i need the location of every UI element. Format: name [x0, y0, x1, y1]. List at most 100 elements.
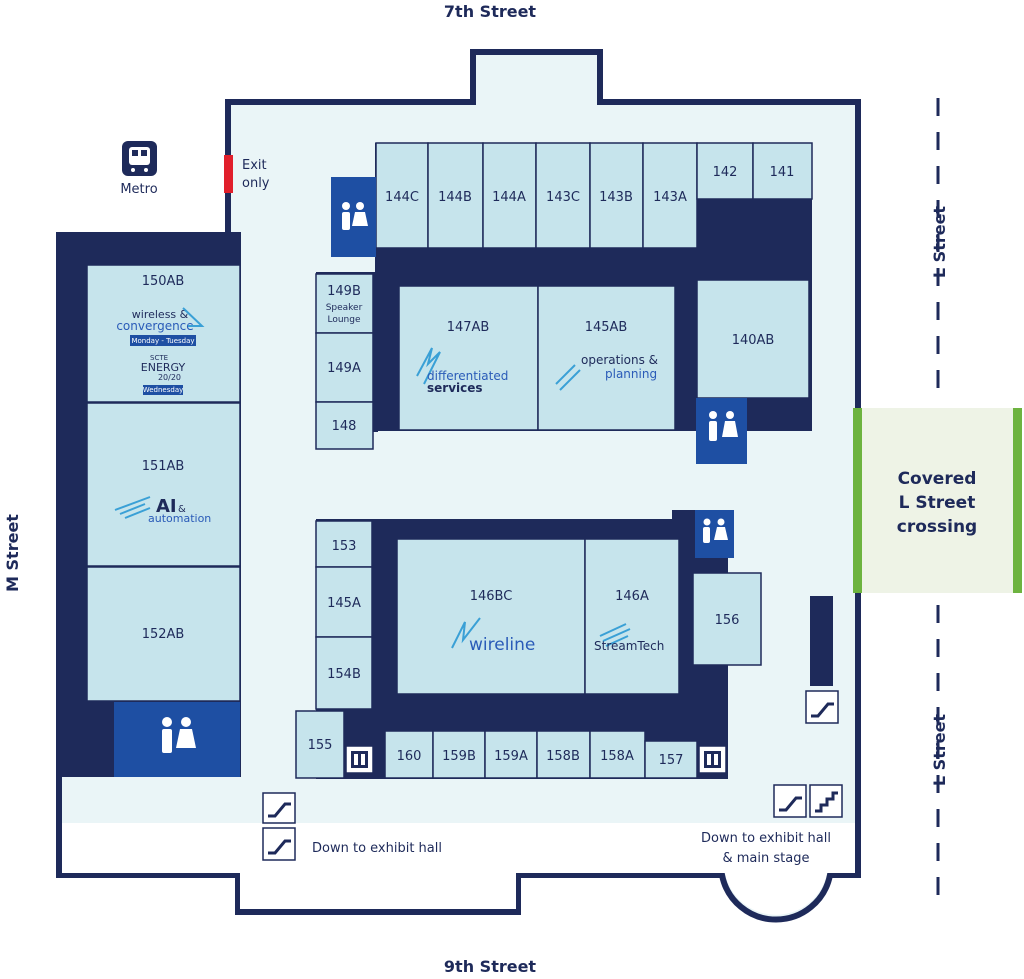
room-142[interactable]	[696, 142, 754, 200]
room-label: 140AB	[732, 333, 775, 348]
room-label: 150AB	[142, 274, 185, 289]
room-label: 149A	[327, 361, 361, 376]
ai-automation-logo: AI & automation	[114, 496, 211, 525]
room-144A[interactable]	[482, 142, 537, 249]
room-label: 158A	[600, 749, 634, 764]
lower-corridor	[62, 823, 855, 873]
escalator-shaft	[810, 596, 833, 686]
room-label: 144B	[438, 190, 472, 205]
street-west: M Street	[3, 514, 22, 592]
room-156[interactable]	[692, 572, 762, 666]
svg-text:SCTE: SCTE	[150, 354, 168, 362]
room-149A[interactable]	[315, 332, 374, 403]
svg-text:StreamTech: StreamTech	[594, 639, 664, 653]
room-145A[interactable]	[315, 566, 373, 638]
svg-text:&: &	[178, 504, 186, 515]
room-143C[interactable]	[535, 142, 591, 249]
direction-right-1: Down to exhibit hall	[701, 831, 831, 846]
restroom-north-west	[331, 177, 376, 257]
svg-text:convergence: convergence	[116, 319, 193, 333]
restroom-south-east	[695, 510, 734, 558]
room-label: 144A	[492, 190, 526, 205]
svg-text:automation: automation	[148, 512, 211, 525]
room-143B[interactable]	[589, 142, 644, 249]
elevator-icon	[698, 745, 727, 774]
svg-text:planning: planning	[605, 367, 657, 381]
room-152AB[interactable]	[86, 566, 241, 702]
street-north: 7th Street	[444, 2, 537, 21]
crossing-label-3: crossing	[897, 517, 977, 537]
street-east-top: L Street	[930, 206, 949, 279]
room-label: 143C	[546, 190, 580, 205]
room-157[interactable]	[644, 740, 698, 779]
room-151AB[interactable]	[86, 402, 241, 567]
room-label: 143A	[653, 190, 687, 205]
room-145AB[interactable]	[537, 285, 676, 431]
room-label: 145A	[327, 596, 361, 611]
escalator-icon	[805, 690, 839, 724]
direction-left: Down to exhibit hall	[312, 841, 442, 856]
room-149B[interactable]	[315, 273, 374, 334]
room-label: 158B	[546, 749, 580, 764]
room-label: 156	[715, 613, 740, 628]
room-label: 155	[308, 738, 333, 753]
room-label: 160	[397, 749, 422, 764]
wireless-convergence-logo: wireless & convergence Monday - Tuesday	[116, 307, 205, 346]
room-143A[interactable]	[642, 142, 698, 249]
room-141[interactable]	[752, 142, 813, 200]
crossing-label-2: L Street	[899, 493, 976, 513]
room-154B[interactable]	[315, 636, 373, 710]
room-label: 151AB	[142, 459, 185, 474]
street-south: 9th Street	[444, 957, 537, 976]
wireline-logo: wireline	[451, 617, 535, 655]
exit-only-marker	[224, 155, 233, 193]
room-158B[interactable]	[536, 730, 591, 779]
restroom-icon	[709, 411, 738, 441]
stairs-icon	[809, 784, 843, 818]
room-label: 152AB	[142, 627, 185, 642]
room-label: 147AB	[447, 320, 490, 335]
restroom-north-east	[696, 398, 747, 464]
differentiated-services-logo: differentiated services	[416, 347, 508, 395]
svg-text:ENERGY: ENERGY	[141, 361, 186, 374]
covered-crossing	[856, 408, 1018, 593]
exit-only-label-1: Exit	[242, 158, 267, 173]
street-east-bottom: L Street	[930, 714, 949, 787]
svg-text:operations &: operations &	[581, 353, 658, 367]
room-144C[interactable]	[375, 142, 429, 249]
room-147AB[interactable]	[398, 285, 539, 431]
elevator-icon	[345, 745, 374, 774]
room-label: 159A	[494, 749, 528, 764]
svg-text:Monday - Tuesday: Monday - Tuesday	[131, 337, 194, 345]
room-150AB[interactable]	[86, 264, 241, 403]
room-sublabel: Speaker	[326, 303, 363, 313]
svg-text:services: services	[427, 381, 483, 395]
svg-text:differentiated: differentiated	[427, 369, 508, 383]
room-140AB[interactable]	[696, 279, 810, 399]
svg-text:wireline: wireline	[469, 635, 535, 655]
direction-right-2: & main stage	[723, 851, 810, 866]
room-159B[interactable]	[432, 730, 486, 779]
room-label: 146A	[615, 589, 649, 604]
operations-planning-logo: operations & planning	[555, 353, 658, 391]
escalator-icon	[262, 827, 296, 861]
room-146A[interactable]	[584, 538, 680, 695]
room-sublabel: Lounge	[327, 315, 360, 325]
room-label: 159B	[442, 749, 476, 764]
escalator-icon	[773, 784, 807, 818]
energy-2020-logo: SCTE ENERGY 20/20 Wednesday	[141, 354, 186, 395]
metro-train-icon	[122, 141, 157, 176]
room-148[interactable]	[315, 401, 374, 450]
room-label: 153	[332, 539, 357, 554]
room-label: 154B	[327, 667, 361, 682]
room-label: 141	[770, 165, 795, 180]
room-158A[interactable]	[589, 730, 646, 779]
room-label: 148	[332, 419, 357, 434]
restroom-icon	[703, 518, 728, 543]
restroom-west	[114, 702, 240, 777]
room-146BC[interactable]	[396, 538, 586, 695]
room-144B[interactable]	[427, 142, 484, 249]
crossing-label-1: Covered	[898, 469, 977, 489]
streamtech-logo: StreamTech	[594, 623, 664, 653]
room-155[interactable]	[295, 710, 345, 779]
